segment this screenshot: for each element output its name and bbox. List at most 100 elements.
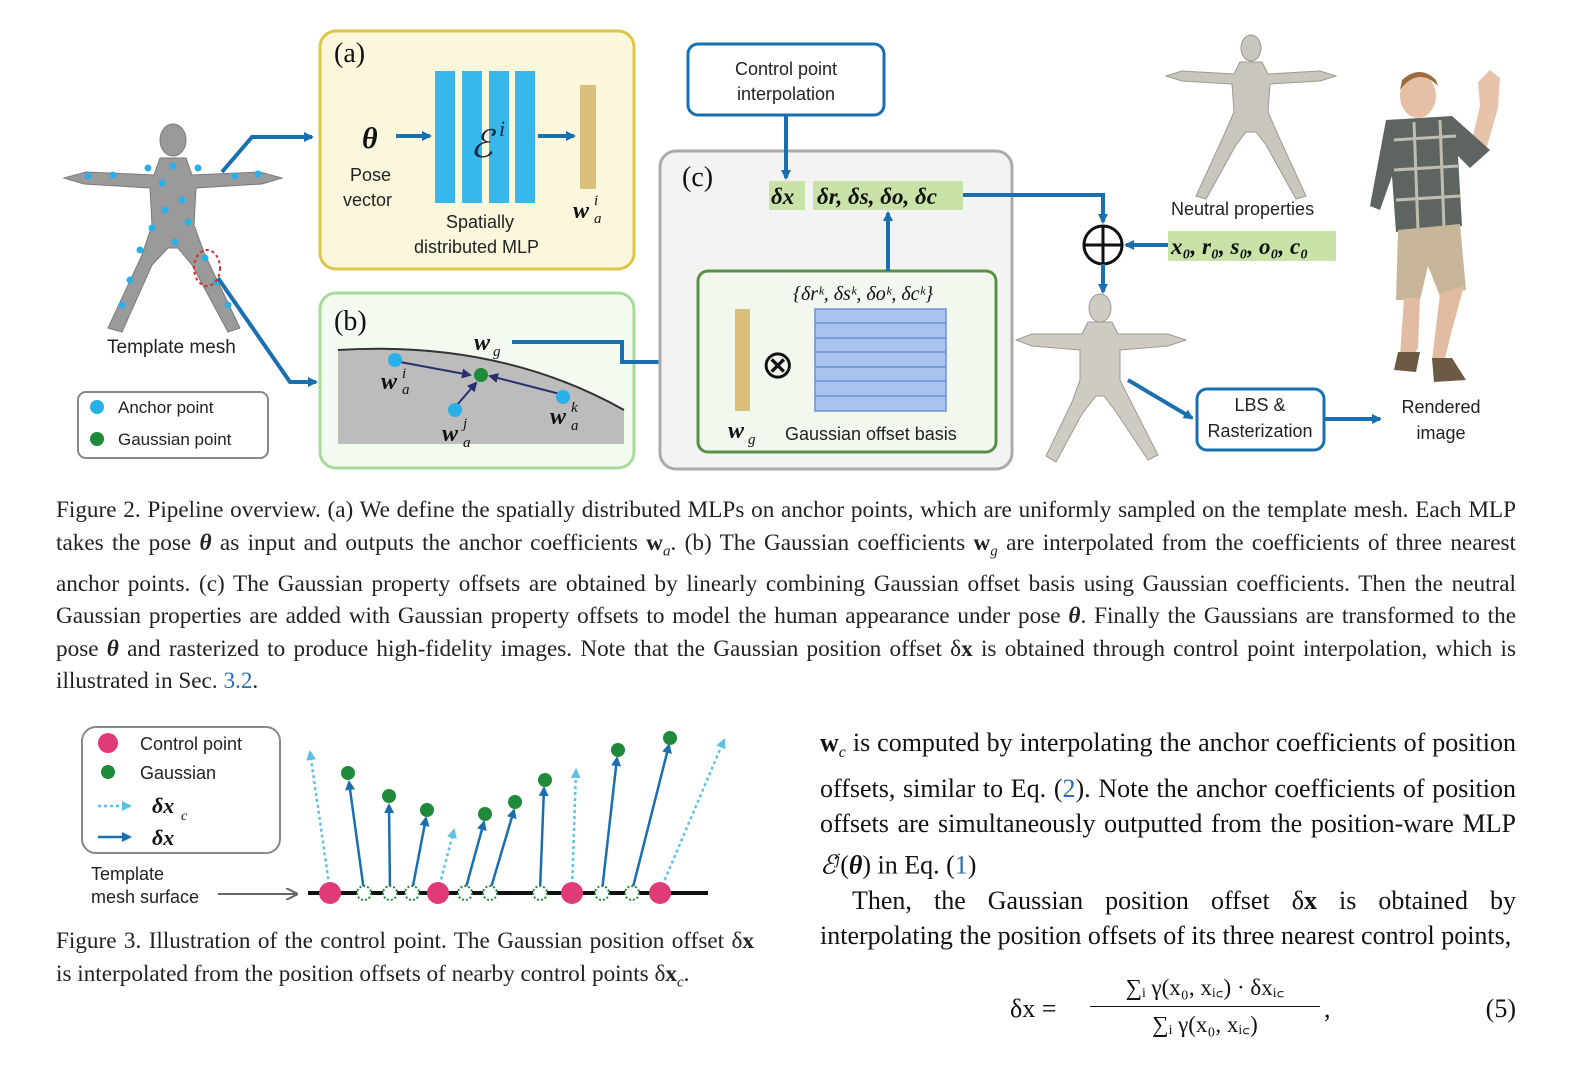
control-point-interpolation-box: [686, 42, 886, 117]
neutral-body-figure: [1164, 34, 1338, 200]
x-symbol: x: [961, 635, 973, 662]
fig3-legend-box: [81, 726, 281, 854]
legend-dx-label: δx: [152, 825, 174, 850]
b-wai-sup: i: [402, 366, 406, 382]
c-wg: w: [728, 418, 745, 444]
surface-label-line1: Template: [91, 864, 164, 884]
body-text: wc is computed by interpolating the anch…: [820, 725, 1516, 954]
equation-5: δx = ∑ᵢ γ(x₀, xᵢ꜀) · δxᵢ꜀ ∑ᵢ γ(x₀, xᵢ꜀) …: [1010, 972, 1520, 1062]
eq2-ref-link[interactable]: 2: [1062, 773, 1076, 803]
cpi-line1: Control point: [735, 59, 837, 79]
theta-symbol: θ: [848, 850, 863, 880]
mlp-label-line1: Spatially: [446, 212, 514, 232]
mlp-symbol: ℰ: [820, 850, 836, 880]
wg-subscript: g: [990, 543, 998, 560]
equation-numerator: ∑ᵢ γ(x₀, xᵢ꜀) · δxᵢ꜀: [1125, 975, 1285, 1000]
arrow-body-to-lbs: [1126, 378, 1194, 420]
legend-anchor-label: Anchor point: [118, 398, 214, 417]
lbs-line2: Rasterization: [1207, 421, 1312, 441]
arrow-wak-to-g: [488, 373, 561, 395]
fraction-bar: [1090, 1006, 1320, 1007]
caption3-text: Figure 3. Illustration of the control po…: [56, 928, 743, 954]
cpi-line2: interpolation: [737, 84, 835, 104]
dx-label: δx: [771, 184, 794, 209]
section-ref-link[interactable]: 3.2: [223, 668, 253, 695]
template-mesh-figure: [62, 123, 284, 333]
b-wak-sup: k: [571, 400, 578, 416]
wg-symbol: w: [973, 529, 991, 556]
gaussian-legend-dot: [90, 432, 104, 446]
mlp-label-line2: distributed MLP: [414, 237, 539, 257]
panel-a-label: (a): [334, 38, 365, 69]
equation-denominator: ∑ᵢ γ(x₀, xᵢ꜀): [1152, 1012, 1258, 1037]
paragraph-text: ) in Eq. (: [862, 850, 955, 880]
arrow-offsets-to-oplus: [963, 193, 1108, 224]
equation-fraction: ∑ᵢ γ(x₀, xᵢ꜀) · δxᵢ꜀ ∑ᵢ γ(x₀, xᵢ꜀): [1090, 972, 1320, 1041]
wa-symbol: w: [646, 529, 664, 556]
wc-subscript: c: [838, 744, 846, 762]
anchor-k: [556, 390, 570, 404]
caption2-text: .: [252, 668, 259, 695]
mlp-symbol: ℰ: [470, 122, 497, 166]
arrow-mesh-to-a: [220, 132, 314, 174]
pose-label-line1: Pose: [350, 165, 391, 185]
figure-2-caption: Figure 2. Pipeline overview. (a) We defi…: [56, 494, 1516, 698]
paragraph-text: is obtained by interpolating the positio…: [820, 885, 1516, 951]
legend-dxc-sub: c: [181, 809, 188, 824]
drsoc-label: δr, δs, δo, δc: [817, 184, 937, 209]
theta-symbol: θ: [106, 635, 119, 662]
b-wg: w: [474, 330, 491, 356]
wa-subscript: a: [663, 543, 671, 560]
eq1-ref-link[interactable]: 1: [954, 850, 968, 880]
anchor-legend-dot: [90, 400, 104, 414]
surface-patch: [338, 348, 624, 444]
theta-symbol: θ: [1068, 603, 1081, 630]
basis-set-label: {δrᵏ, δsᵏ, δoᵏ, δcᵏ}: [793, 283, 933, 305]
surface-label-line2: mesh surface: [91, 887, 199, 907]
mlp-superscript: j: [835, 850, 841, 868]
lbs-line1: LBS &: [1234, 395, 1285, 415]
caption2-text: . Finally the Gaussians are transformed …: [56, 603, 1516, 662]
neutral-values: x₀, r₀, s₀, o₀, c₀: [1170, 234, 1308, 259]
dx-highlight: [769, 181, 805, 210]
drsoc-highlight: [813, 181, 963, 210]
caption3-text: is interpolated from the position offset…: [56, 960, 666, 987]
paragraph-text: Then, the Gaussian position offset δ: [852, 885, 1304, 915]
c-wg-sub: g: [748, 432, 756, 448]
panel-b-label: (b): [334, 306, 367, 337]
gaussian-body-figure: [1014, 293, 1188, 463]
highlight-circle: [193, 249, 221, 287]
neutral-label: Neutral properties: [1171, 199, 1314, 219]
control-point-legend-dot: [98, 733, 118, 753]
gaussian-target-dots: [341, 731, 677, 821]
pose-label-line2: vector: [343, 190, 392, 210]
basis-label: Gaussian offset basis: [785, 424, 957, 444]
arrow-mesh-to-b: [216, 276, 318, 387]
wa-symbol: w: [573, 198, 590, 224]
gaussian-surface-dots: [356, 885, 640, 901]
paragraph-text: (: [840, 850, 849, 880]
x-symbol: x: [742, 928, 754, 954]
pose-symbol: θ: [362, 122, 378, 155]
b-wg-sub: g: [493, 344, 501, 360]
b-waj-sup: j: [461, 416, 467, 432]
legend-gaussian-label-3: Gaussian: [140, 763, 216, 783]
b-wai-sub: a: [402, 382, 410, 398]
paragraph-text: ). Note the anchor coefficients of posit…: [820, 773, 1516, 839]
wa-sub: a: [594, 211, 602, 227]
caption2-text: and rasterized to produce high-fidelity …: [118, 635, 962, 662]
b-wak: w: [550, 404, 567, 430]
gaussian-offsets: [345, 743, 672, 892]
gaussian-point: [474, 368, 488, 382]
arrow-wai-to-g: [399, 361, 472, 379]
b-waj-sub: a: [463, 435, 471, 451]
xc-symbol: x: [665, 960, 677, 987]
otimes: ⊗: [761, 342, 795, 388]
control-points: [319, 882, 671, 904]
neutral-values-highlight: [1168, 231, 1336, 261]
gaussian-legend-dot-3: [101, 765, 115, 779]
legend-dxc-label: δx: [152, 793, 174, 818]
wa-sup: i: [594, 193, 598, 209]
caption2-text: is obtained through control point interp…: [56, 635, 1516, 695]
legend-box: [77, 391, 269, 459]
